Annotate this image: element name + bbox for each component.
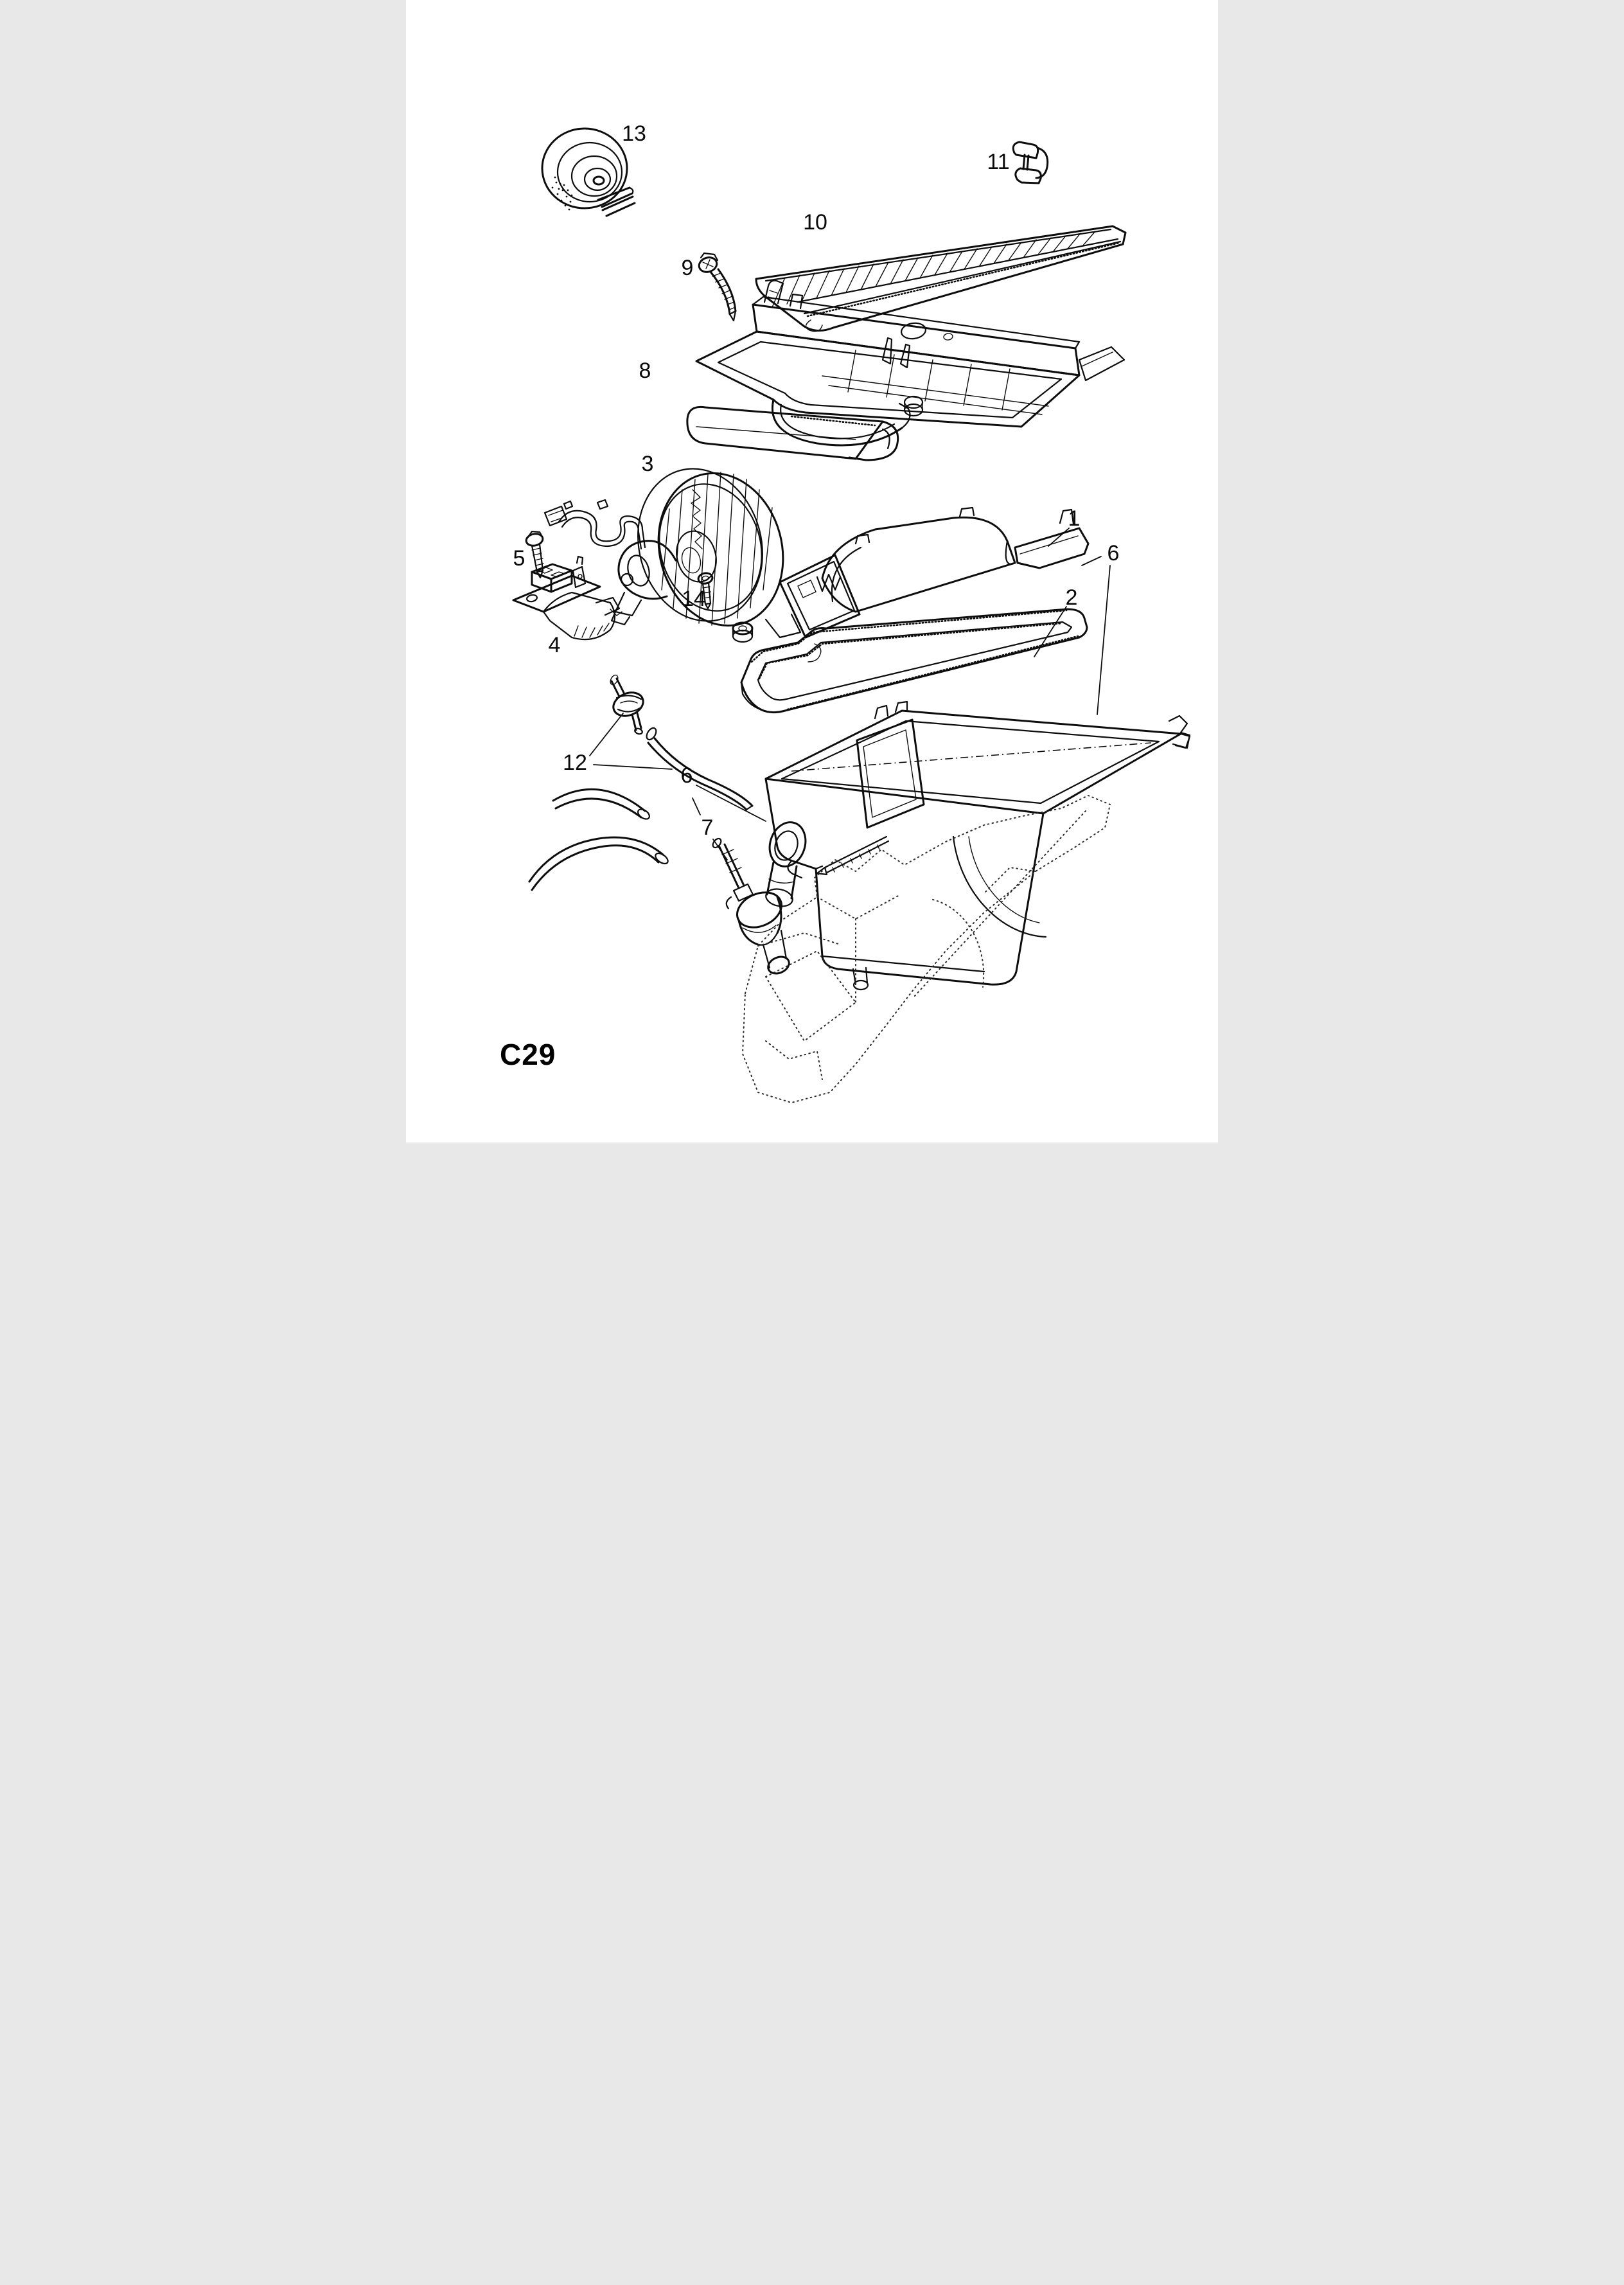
part-3-blower-motor bbox=[610, 468, 802, 639]
callout-6-right: 6 bbox=[1108, 541, 1120, 565]
part-8-filter-frame bbox=[686, 280, 1125, 461]
callout-1: 1 bbox=[1068, 506, 1081, 531]
callout-5: 5 bbox=[513, 546, 525, 571]
part-10-filter bbox=[755, 225, 1127, 332]
callout-2: 2 bbox=[1066, 585, 1078, 610]
part-6-heater-housing bbox=[764, 700, 1191, 991]
leader-1 bbox=[1048, 528, 1070, 547]
blower-wiring-harness bbox=[543, 499, 646, 550]
callout-3: 3 bbox=[642, 452, 654, 476]
callout-13: 13 bbox=[622, 121, 646, 146]
leader-2 bbox=[1034, 606, 1067, 657]
part-4-resistor-unit bbox=[512, 555, 622, 641]
part-1-cover bbox=[779, 506, 1090, 639]
callout-12: 12 bbox=[563, 751, 587, 775]
leader-12-b bbox=[593, 764, 673, 770]
callout-7: 7 bbox=[702, 815, 714, 840]
leader-6-left-b bbox=[692, 797, 701, 815]
part-12-valve-hose bbox=[610, 674, 754, 811]
callout-10: 10 bbox=[803, 210, 827, 235]
parts-catalog-page: 13 11 10 bbox=[406, 0, 1218, 1142]
leader-6-right-b bbox=[1081, 556, 1102, 566]
part-5-screw bbox=[525, 530, 544, 579]
part-13-sealing-strip-roll bbox=[541, 127, 636, 217]
assembled-unit-ghost-outline bbox=[742, 795, 1111, 1103]
leader-12-a bbox=[589, 713, 624, 756]
callout-11: 11 bbox=[987, 150, 1009, 174]
callout-9: 9 bbox=[682, 256, 694, 280]
part-11-clip bbox=[1012, 141, 1049, 184]
page-code: C29 bbox=[500, 1038, 556, 1071]
leader-6-right bbox=[1097, 565, 1111, 715]
callout-14: 14 bbox=[682, 587, 706, 611]
exploded-parts-diagram: 13 11 10 bbox=[512, 121, 1191, 1103]
leader-6-left bbox=[696, 785, 766, 822]
part-14-screw-grommet bbox=[697, 572, 754, 643]
part-9-screw bbox=[698, 252, 737, 322]
drain-hoses bbox=[528, 788, 669, 891]
callout-8: 8 bbox=[639, 359, 651, 383]
part-7-sensor bbox=[712, 837, 790, 975]
part-2-gasket bbox=[740, 608, 1088, 714]
callout-4: 4 bbox=[549, 633, 561, 657]
callout-6-left: 6 bbox=[681, 763, 693, 788]
